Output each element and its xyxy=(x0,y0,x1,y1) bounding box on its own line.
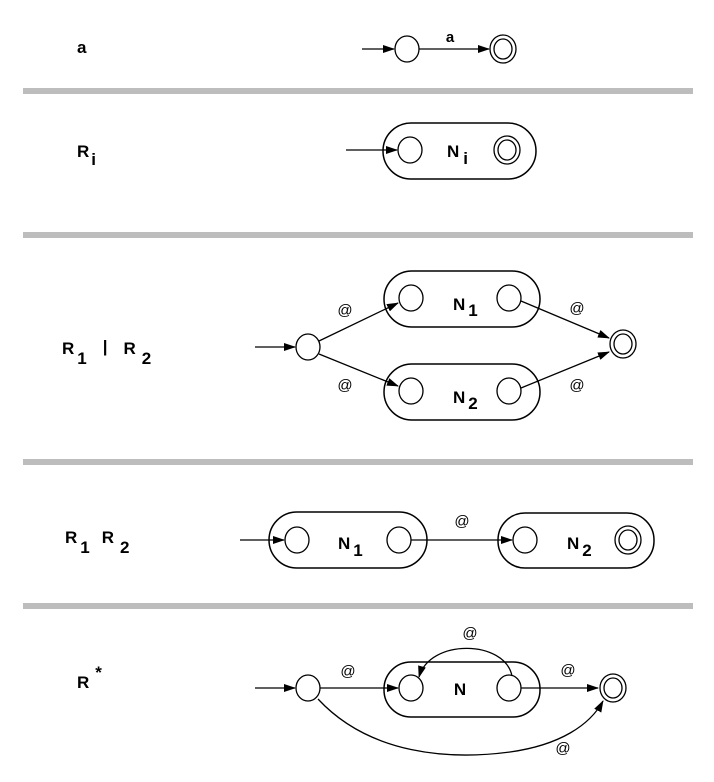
start-state xyxy=(295,333,321,361)
expr-label: R1|R2 xyxy=(62,337,151,368)
nfa2-start-state xyxy=(398,377,424,405)
nfa-box xyxy=(382,122,537,180)
nfa-box-2 xyxy=(497,512,655,569)
accept-state-inner xyxy=(618,529,638,551)
epsilon-edge xyxy=(318,353,399,387)
nfa2-start-state xyxy=(512,526,538,554)
loop-epsilon-edge xyxy=(418,647,513,678)
expr-label: R1R2 xyxy=(65,528,130,557)
edge-label: @ xyxy=(337,302,352,319)
start-state xyxy=(295,674,321,702)
nfa1-end-state xyxy=(386,526,412,554)
start-state xyxy=(394,35,420,63)
edge-label: @ xyxy=(462,625,477,642)
nfa-label: N xyxy=(454,680,466,699)
edge-label: @ xyxy=(560,662,575,679)
row-symbol: a a xyxy=(77,29,517,64)
edge-label: @ xyxy=(569,377,584,394)
bypass-epsilon-edge xyxy=(317,698,604,756)
accept-state-inner xyxy=(493,38,513,60)
nfa1-end-state xyxy=(496,284,522,312)
separator xyxy=(23,459,693,465)
accept-state-inner xyxy=(497,139,517,161)
edge-label: @ xyxy=(555,740,570,757)
start-state xyxy=(397,136,423,164)
expr-label: a xyxy=(77,38,87,57)
epsilon-edge xyxy=(520,300,610,339)
row-kleene-star: R* @ N @ @ @ xyxy=(77,625,627,757)
accept-state-inner xyxy=(603,677,623,699)
epsilon-edge xyxy=(318,302,399,342)
accept-state-inner xyxy=(613,333,633,355)
nfa1-start-state xyxy=(284,526,310,554)
separator xyxy=(23,232,693,238)
nfa-box-1 xyxy=(383,270,541,328)
epsilon-edge xyxy=(520,351,610,389)
nfa-box-2 xyxy=(383,363,541,421)
nfa-box xyxy=(383,661,541,718)
nfa-start-state xyxy=(398,674,424,702)
edge-label: a xyxy=(446,29,455,46)
separator xyxy=(23,603,693,609)
edge-label: @ xyxy=(454,513,469,530)
edge-label: @ xyxy=(569,300,584,317)
edge-label: @ xyxy=(340,663,355,680)
expr-label: R* xyxy=(77,663,102,692)
nfa-end-state xyxy=(496,674,522,702)
edge-label: @ xyxy=(337,377,352,394)
nfa2-end-state xyxy=(496,377,522,405)
nfa1-start-state xyxy=(398,284,424,312)
separator xyxy=(23,88,693,94)
